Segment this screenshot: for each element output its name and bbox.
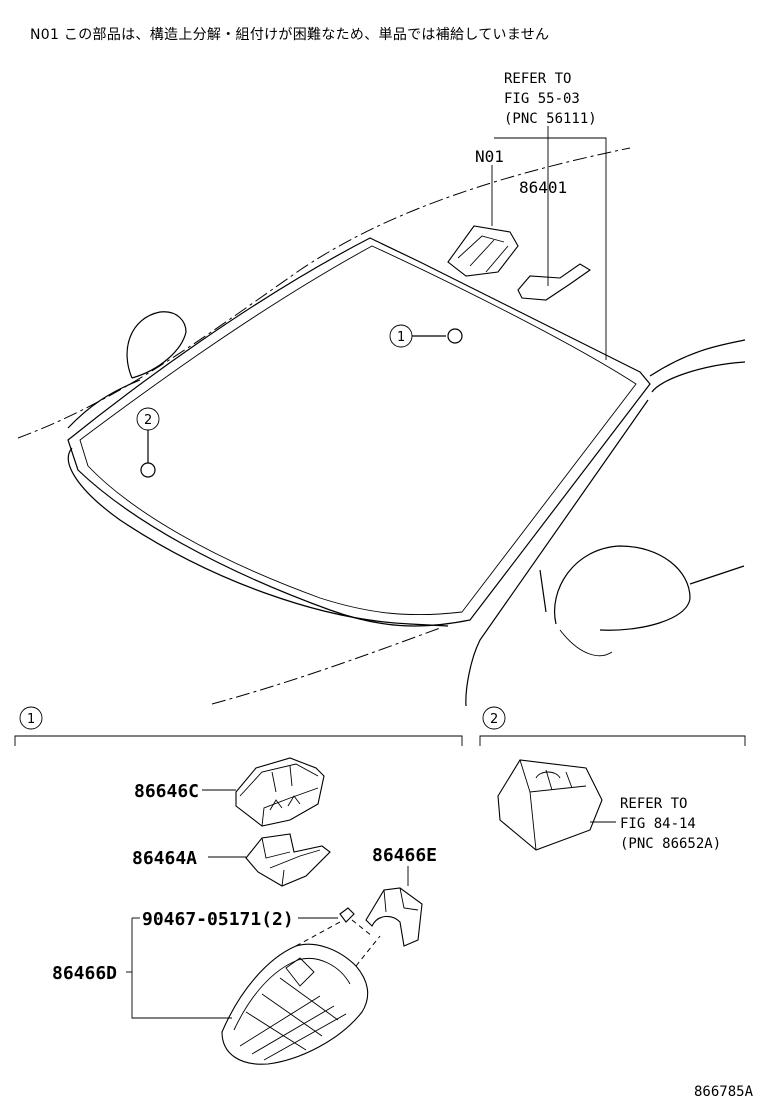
label-90467-05171: 90467-05171(2): [142, 909, 294, 930]
figure-id: 866785A: [694, 1084, 754, 1100]
section-2-header: 2: [479, 706, 746, 746]
refer-top-line3: (PNC 56111): [504, 111, 597, 127]
refer-right-line1: REFER TO: [620, 796, 687, 812]
label-86401: 86401: [519, 178, 567, 197]
part-90467-05171: 90467-05171(2): [142, 907, 355, 930]
refer-top-line2: FIG 55-03: [504, 91, 580, 107]
section-1-header: 1: [14, 706, 463, 746]
label-86464a: 86464A: [132, 848, 197, 869]
refer-right-line2: FIG 84-14: [620, 816, 696, 832]
part-86466e: 86466E: [365, 845, 437, 947]
section-1-number: 1: [27, 712, 35, 727]
part-86466d: 86466D: [52, 917, 381, 1065]
refer-right-line3: (PNC 86652A): [620, 836, 721, 852]
label-n01: N01: [475, 147, 504, 166]
part-86646c: 86646C: [134, 757, 325, 827]
callout-2-on-windshield: 2: [136, 407, 160, 478]
label-86466d: 86466D: [52, 963, 117, 984]
callout-1-on-windshield: 1: [389, 324, 463, 348]
refer-top-line1: REFER TO: [504, 71, 571, 87]
callout-2-label: 2: [144, 413, 152, 428]
callout-1-label: 1: [397, 330, 405, 345]
note-text: N01 この部品は、構造上分解・組付けが困難なため、単品では補給していません: [30, 27, 550, 43]
part-86464a: 86464A: [132, 833, 331, 887]
label-86466e: 86466E: [372, 845, 437, 866]
part-84-14-reference: REFER TO FIG 84-14 (PNC 86652A): [497, 759, 721, 852]
label-86646c: 86646C: [134, 781, 199, 802]
windshield-illustration: [17, 147, 746, 707]
section-2-number: 2: [490, 712, 498, 727]
top-leaders: [491, 126, 607, 360]
